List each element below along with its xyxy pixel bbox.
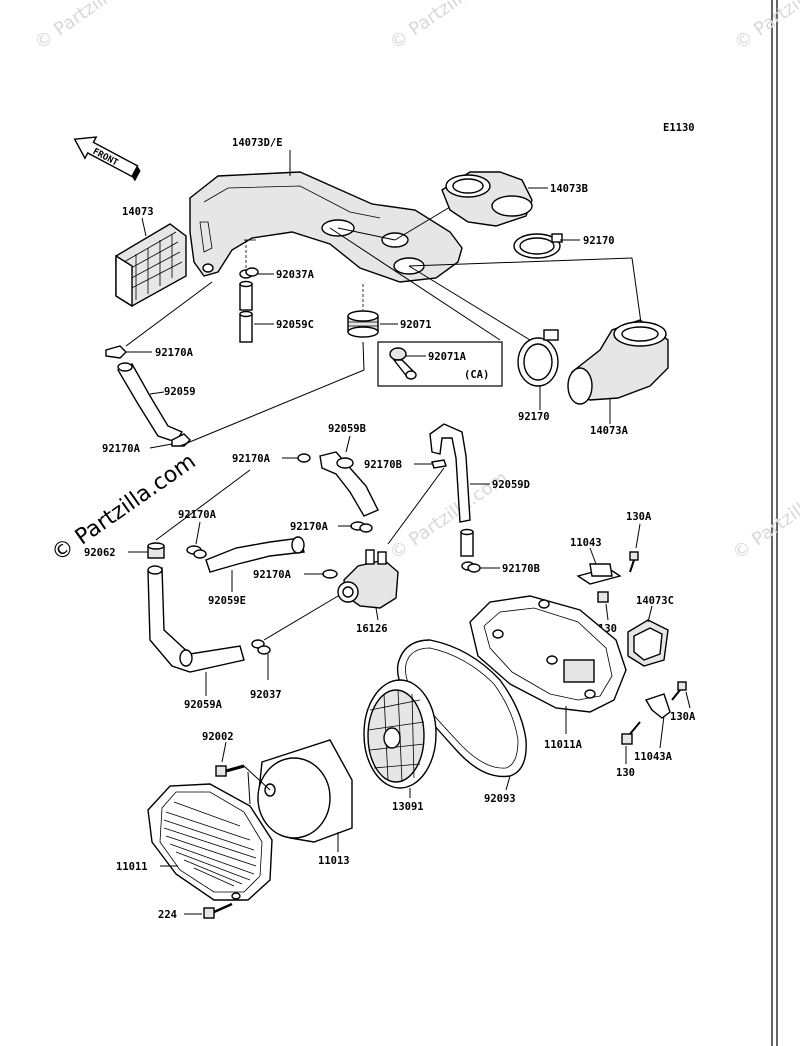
- label-11043A: 11043A: [634, 751, 673, 763]
- inset-box-92071A: [377, 341, 503, 387]
- label-92170A-6: 92170A: [253, 569, 292, 581]
- label-92059A: 92059A: [184, 699, 223, 711]
- watermark-middle-right: © Partzilla: [729, 493, 800, 565]
- hose-92059A: [147, 565, 245, 673]
- label-92170B-2: 92170B: [502, 563, 540, 575]
- label-14073DE: 14073D/E: [232, 137, 283, 149]
- clip-92170A-5: [350, 521, 373, 533]
- hose-92059: [116, 362, 184, 443]
- label-92170A-1: 92170A: [155, 347, 194, 359]
- label-92037A: 92037A: [276, 269, 315, 281]
- tube-92059D-lower: [460, 528, 474, 557]
- label-11013: 11013: [318, 855, 350, 867]
- clip-92037: [251, 639, 271, 655]
- intake-screen-14073: [115, 223, 187, 308]
- label-16126: 16126: [356, 623, 388, 635]
- hose-92059E: [205, 536, 305, 573]
- label-92059: 92059: [164, 386, 196, 398]
- watermark-main: © Partzilla.com: [47, 449, 200, 567]
- label-92071A: 92071A: [428, 351, 467, 363]
- case-11011A: [469, 595, 627, 713]
- label-92071: 92071: [400, 319, 432, 331]
- collar-92062: [147, 542, 165, 559]
- clip-92170A-4: [186, 545, 207, 559]
- bolt-130-2: [621, 721, 641, 745]
- watermark-top-right: © Partzilla: [731, 0, 800, 54]
- seal-14073C: [627, 619, 669, 667]
- label-92037: 92037: [250, 689, 282, 701]
- label-14073A: 14073A: [590, 425, 629, 437]
- label-92170A-2: 92170A: [102, 443, 141, 455]
- clip-92170A-3: [297, 453, 311, 463]
- clip-92170B-2: [461, 561, 481, 573]
- boot-14073A: [567, 319, 669, 405]
- label-14073C: 14073C: [636, 595, 674, 607]
- label-14073: 14073: [122, 206, 154, 218]
- label-92002: 92002: [202, 731, 234, 743]
- label-92059D: 92059D: [492, 479, 530, 491]
- figure-code: E1130: [663, 122, 695, 134]
- tube-92059C-lower: [239, 310, 253, 343]
- front-arrow-icon: FRONT: [73, 136, 141, 182]
- label-130-2: 130: [616, 767, 635, 779]
- clip-92170A-6: [322, 569, 338, 579]
- hose-92059B: [319, 451, 379, 517]
- label-92059C: 92059C: [276, 319, 314, 331]
- watermark-top-center: © Partzilla: [386, 0, 476, 54]
- bracket-11043: [576, 563, 622, 585]
- label-92170-mid: 92170: [518, 411, 550, 423]
- grommet-92071: [347, 310, 379, 338]
- clip-92170A-1: [105, 345, 127, 359]
- element-holder-13091: [363, 679, 437, 789]
- label-92071A-ca: (CA): [464, 369, 489, 381]
- label-224: 224: [158, 909, 177, 921]
- label-11011: 11011: [116, 861, 148, 873]
- label-11011A: 11011A: [544, 739, 583, 751]
- valve-16126: [337, 549, 399, 609]
- bolt-130A-2: [671, 681, 687, 701]
- screw-224: [203, 902, 233, 919]
- bolt-92002: [215, 764, 245, 777]
- label-14073B: 14073B: [550, 183, 588, 195]
- label-130A-2: 130A: [670, 711, 696, 723]
- bolt-130-1: [597, 591, 609, 603]
- label-11043: 11043: [570, 537, 602, 549]
- tube-92059C-upper: [239, 280, 253, 311]
- bolt-130A-1: [629, 551, 639, 573]
- label-92170A-4: 92170A: [178, 509, 217, 521]
- boot-14073B: [441, 171, 533, 227]
- label-130A-1: 130A: [626, 511, 652, 523]
- label-92170-top: 92170: [583, 235, 615, 247]
- air-element-11013: [257, 739, 353, 843]
- label-92059B: 92059B: [328, 423, 366, 435]
- clip-92170B-1: [431, 459, 447, 469]
- cover-11011: [147, 783, 273, 901]
- label-13091: 13091: [392, 801, 424, 813]
- bracket-11043A: [644, 693, 671, 719]
- label-92170B-1: 92170B: [364, 459, 402, 471]
- label-92170A-3: 92170A: [232, 453, 271, 465]
- label-92170A-5: 92170A: [290, 521, 329, 533]
- label-92059E: 92059E: [208, 595, 246, 607]
- label-92062: 92062: [84, 547, 116, 559]
- label-92093: 92093: [484, 793, 516, 805]
- watermark-top-left: © Partzilla: [31, 0, 121, 54]
- clip-92037A: [239, 267, 259, 279]
- clamp-92170-mid: [517, 329, 559, 387]
- clamp-92170-top: [513, 233, 563, 259]
- hose-92059D: [429, 423, 471, 523]
